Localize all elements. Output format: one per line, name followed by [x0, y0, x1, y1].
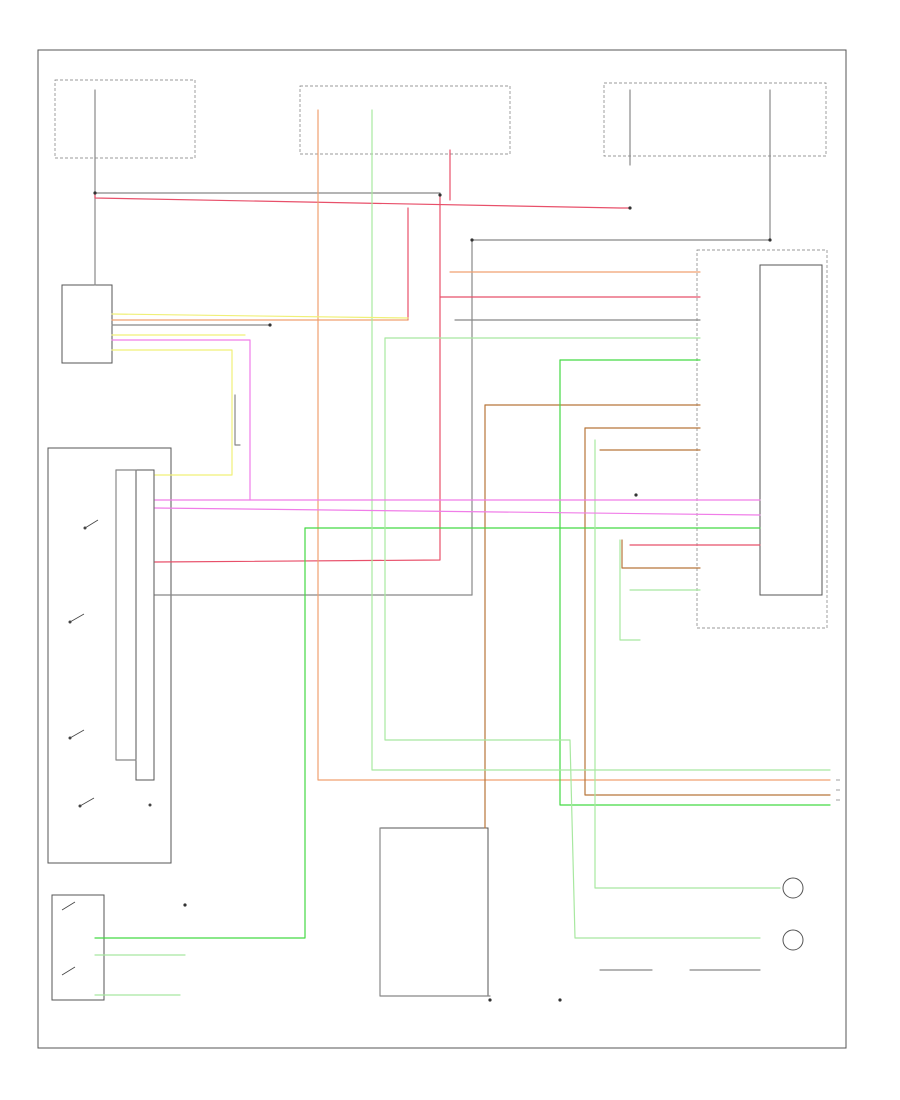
control-module-left	[61, 284, 113, 364]
wires-orange	[111, 109, 831, 781]
switch-contacts	[68, 519, 152, 808]
wires-brown	[484, 404, 831, 829]
fuse-box-right	[603, 82, 827, 157]
right-edge-markers	[836, 779, 840, 801]
wires-red	[94, 149, 761, 563]
wires-yellow	[111, 313, 409, 476]
cruise-switch-box	[47, 447, 172, 864]
wires-gray	[94, 89, 771, 997]
wires-pink	[111, 339, 761, 516]
switch-connector-strip	[135, 469, 155, 781]
lamp-circle	[782, 929, 804, 951]
fuse-box-middle	[299, 85, 511, 155]
wires-green	[94, 359, 831, 939]
fuse-box-left	[54, 79, 196, 159]
brake-switch-contacts	[61, 901, 76, 976]
cruise-control-unit-inner	[759, 264, 823, 596]
cruise-control-unit-right	[696, 249, 828, 629]
diagram-border	[37, 49, 847, 1049]
actuator-box	[379, 827, 489, 997]
vss-sensor-circle	[782, 877, 804, 899]
wires-lightgreen	[94, 109, 831, 996]
connector-nodes	[93, 191, 772, 1002]
brake-switch-box	[51, 894, 105, 1001]
